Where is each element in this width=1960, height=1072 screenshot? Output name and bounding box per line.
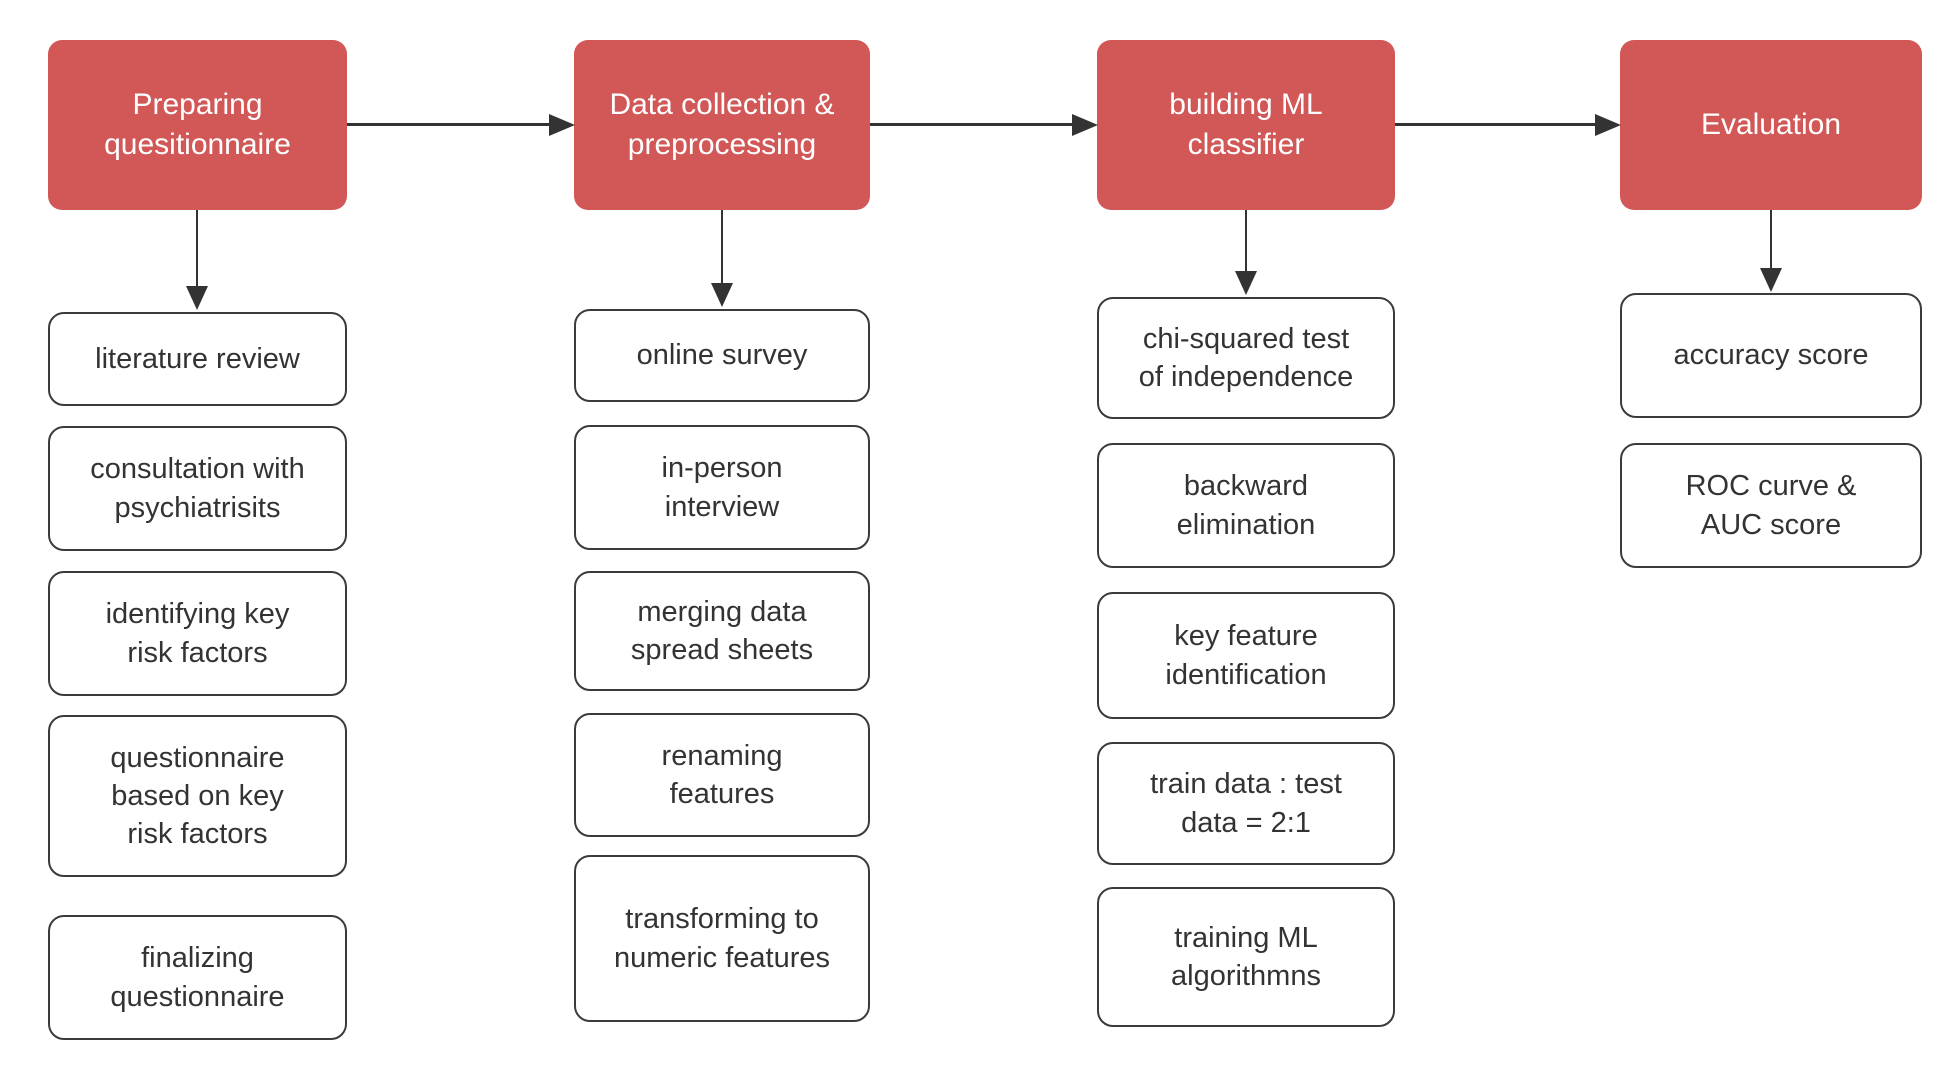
arrow-line-vertical <box>1245 210 1247 273</box>
step-accuracy-score: accuracy score <box>1620 293 1922 418</box>
step-questionnaire-key-risk-factors: questionnaire based on key risk factors <box>48 715 347 877</box>
stage-building-ml-classifier: building ML classifier <box>1097 40 1395 210</box>
step-training-ml-algorithms: training ML algorithmns <box>1097 887 1395 1027</box>
arrowhead-right-icon <box>549 114 575 136</box>
arrowhead-down-icon <box>1760 268 1782 292</box>
step-finalizing-questionnaire: finalizing questionnaire <box>48 915 347 1040</box>
arrow-line-horizontal <box>1395 123 1599 126</box>
arrowhead-down-icon <box>186 286 208 310</box>
step-consultation-psychiatrists: consultation with psychiatrisits <box>48 426 347 551</box>
step-roc-auc-score: ROC curve & AUC score <box>1620 443 1922 568</box>
step-literature-review: literature review <box>48 312 347 406</box>
step-chi-squared-test: chi-squared test of independence <box>1097 297 1395 419</box>
arrowhead-down-icon <box>711 283 733 307</box>
arrow-line-vertical <box>721 210 723 285</box>
arrowhead-right-icon <box>1595 114 1621 136</box>
arrow-line-vertical <box>196 210 198 288</box>
step-backward-elimination: backward elimination <box>1097 443 1395 568</box>
arrowhead-down-icon <box>1235 271 1257 295</box>
step-train-test-split: train data : test data = 2:1 <box>1097 742 1395 865</box>
step-in-person-interview: in-person interview <box>574 425 870 550</box>
step-merging-data-spreadsheets: merging data spread sheets <box>574 571 870 691</box>
arrow-line-horizontal <box>347 123 553 126</box>
stage-evaluation: Evaluation <box>1620 40 1922 210</box>
step-identifying-key-risk-factors: identifying key risk factors <box>48 571 347 696</box>
step-key-feature-identification: key feature identification <box>1097 592 1395 719</box>
stage-preparing-questionnaire: Preparing quesitionnaire <box>48 40 347 210</box>
step-renaming-features: renaming features <box>574 713 870 837</box>
arrow-line-vertical <box>1770 210 1772 270</box>
arrow-line-horizontal <box>870 123 1076 126</box>
stage-data-collection-preprocessing: Data collection & preprocessing <box>574 40 870 210</box>
arrowhead-right-icon <box>1072 114 1098 136</box>
step-online-survey: online survey <box>574 309 870 402</box>
step-transforming-numeric-features: transforming to numeric features <box>574 855 870 1022</box>
